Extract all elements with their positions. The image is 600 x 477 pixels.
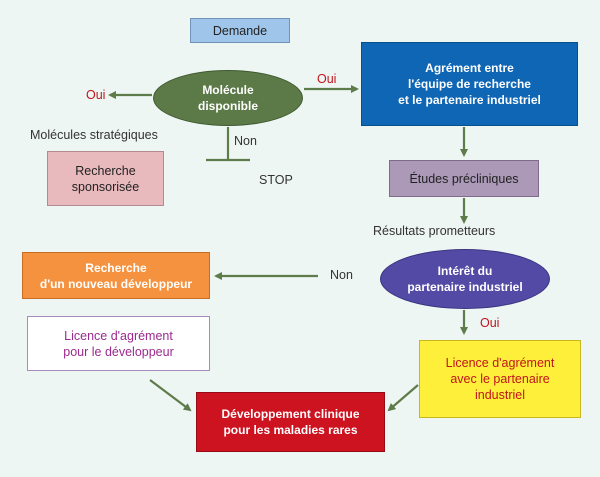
node-agrement-equipe-partenaire: Agrément entre l'équipe de recherche et … <box>361 42 578 126</box>
label-resultats-prometteurs: Résultats prometteurs <box>373 224 496 238</box>
label-oui-left: Oui <box>86 88 106 102</box>
node-etudes-precliniques: Études précliniques <box>389 160 539 197</box>
node-interet-partenaire: Intérêt du partenaire industriel <box>380 249 550 309</box>
arrow-licence-dev-to-clinique <box>149 379 192 412</box>
label-stop: STOP <box>259 173 293 187</box>
node-licence-developpeur: Licence d'agrément pour le développeur <box>27 316 210 371</box>
node-nouveau-developpeur: Recherche d'un nouveau développeur <box>22 252 210 299</box>
node-molecule-disponible: Molécule disponible <box>153 70 303 126</box>
node-demande: Demande <box>190 18 290 43</box>
label-molecules-strategiques: Molécules stratégiques <box>30 128 158 142</box>
label-non-interet: Non <box>330 268 353 282</box>
label-non-molecule: Non <box>234 134 257 148</box>
arrow-licence-part-to-clinique <box>387 384 419 412</box>
node-developpement-clinique: Développement clinique pour les maladies… <box>196 392 385 452</box>
label-oui-interet: Oui <box>480 316 500 330</box>
node-recherche-sponsorisee: Recherche sponsorisée <box>47 151 164 206</box>
label-oui-top: Oui <box>317 72 337 86</box>
node-licence-partenaire: Licence d'agrément avec le partenaire in… <box>419 340 581 418</box>
